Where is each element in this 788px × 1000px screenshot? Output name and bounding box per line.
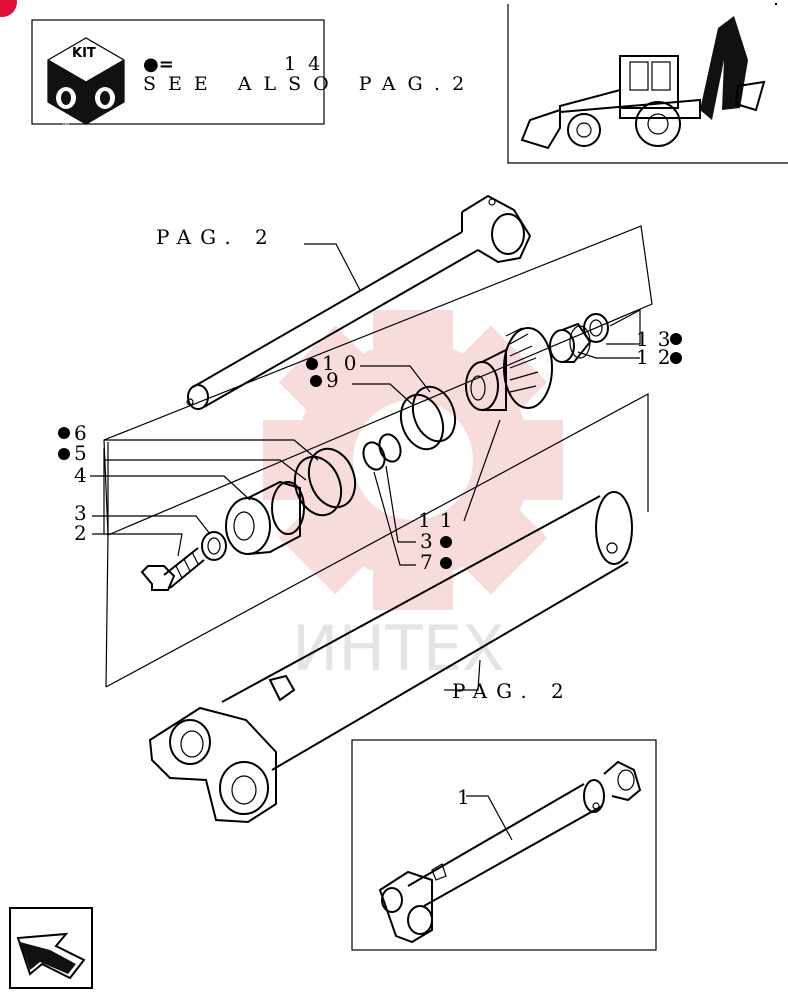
lower-bracket-outline	[105, 392, 649, 688]
callout-11: 11	[418, 508, 461, 532]
callout-13: 13	[636, 327, 679, 351]
left-bracket-outline	[105, 442, 109, 688]
bushing-part	[549, 322, 592, 363]
callout-10: 10	[322, 351, 365, 375]
kit-info-box: KIT NEW HOLLAND ●= 14 SEE ALSO PAG.2	[31, 19, 476, 137]
kit-badge-text: KIT	[72, 46, 96, 61]
callout-1: 1	[457, 785, 479, 809]
kit-quantity-symbol: ●=	[143, 54, 174, 75]
callout-3: 3	[74, 501, 96, 525]
assembled-cylinder-inset	[351, 739, 657, 951]
watermark-text: ИНТЕХ	[292, 612, 505, 685]
head-seal-part-9	[399, 393, 445, 451]
kit-quantity-value: 14	[284, 53, 332, 75]
kit-marker-icon	[440, 536, 452, 548]
callout-3b: 3	[420, 529, 442, 553]
see-also-text: SEE ALSO PAG.2	[143, 73, 476, 95]
corner-badge	[0, 0, 17, 17]
small-ring-part-7	[362, 441, 386, 471]
upper-bracket-outline	[103, 225, 653, 536]
head-seal-part-10	[411, 385, 457, 443]
wiper-seal-part	[583, 313, 609, 343]
piston-seal-part-5	[293, 455, 343, 517]
kit-marker-icon	[440, 557, 452, 569]
bolt-part	[140, 547, 205, 591]
washer-part	[201, 531, 227, 561]
callout-9: 9	[326, 368, 348, 392]
new-holland-logo-icon	[56, 87, 115, 109]
cylinder-head-part	[465, 327, 553, 411]
callout-2: 2	[74, 521, 96, 545]
callout-12: 12	[636, 345, 679, 369]
kit-marker-icon	[670, 352, 682, 364]
small-ring-part-3	[378, 433, 402, 463]
callout-6: 6	[74, 421, 96, 445]
callout-4: 4	[74, 463, 96, 487]
callout-5: 5	[74, 441, 96, 465]
kit-marker-icon	[58, 448, 70, 460]
piston-seal-part-6	[307, 447, 357, 509]
kit-marker-icon	[58, 427, 70, 439]
kit-marker-icon	[670, 333, 682, 345]
piston-rod-part	[186, 194, 532, 410]
kit-marker-icon	[306, 358, 318, 370]
cylinder-barrel-part	[148, 491, 633, 824]
backhoe-loader-icon	[507, 2, 788, 164]
page-ref-upper[interactable]: PAG. 2	[156, 225, 277, 249]
previous-page-arrow-icon[interactable]	[9, 907, 93, 989]
leader-lines	[90, 243, 641, 841]
kit-marker-icon	[310, 375, 322, 387]
page-ref-lower[interactable]: PAG. 2	[452, 679, 573, 703]
callout-7: 7	[420, 550, 442, 574]
